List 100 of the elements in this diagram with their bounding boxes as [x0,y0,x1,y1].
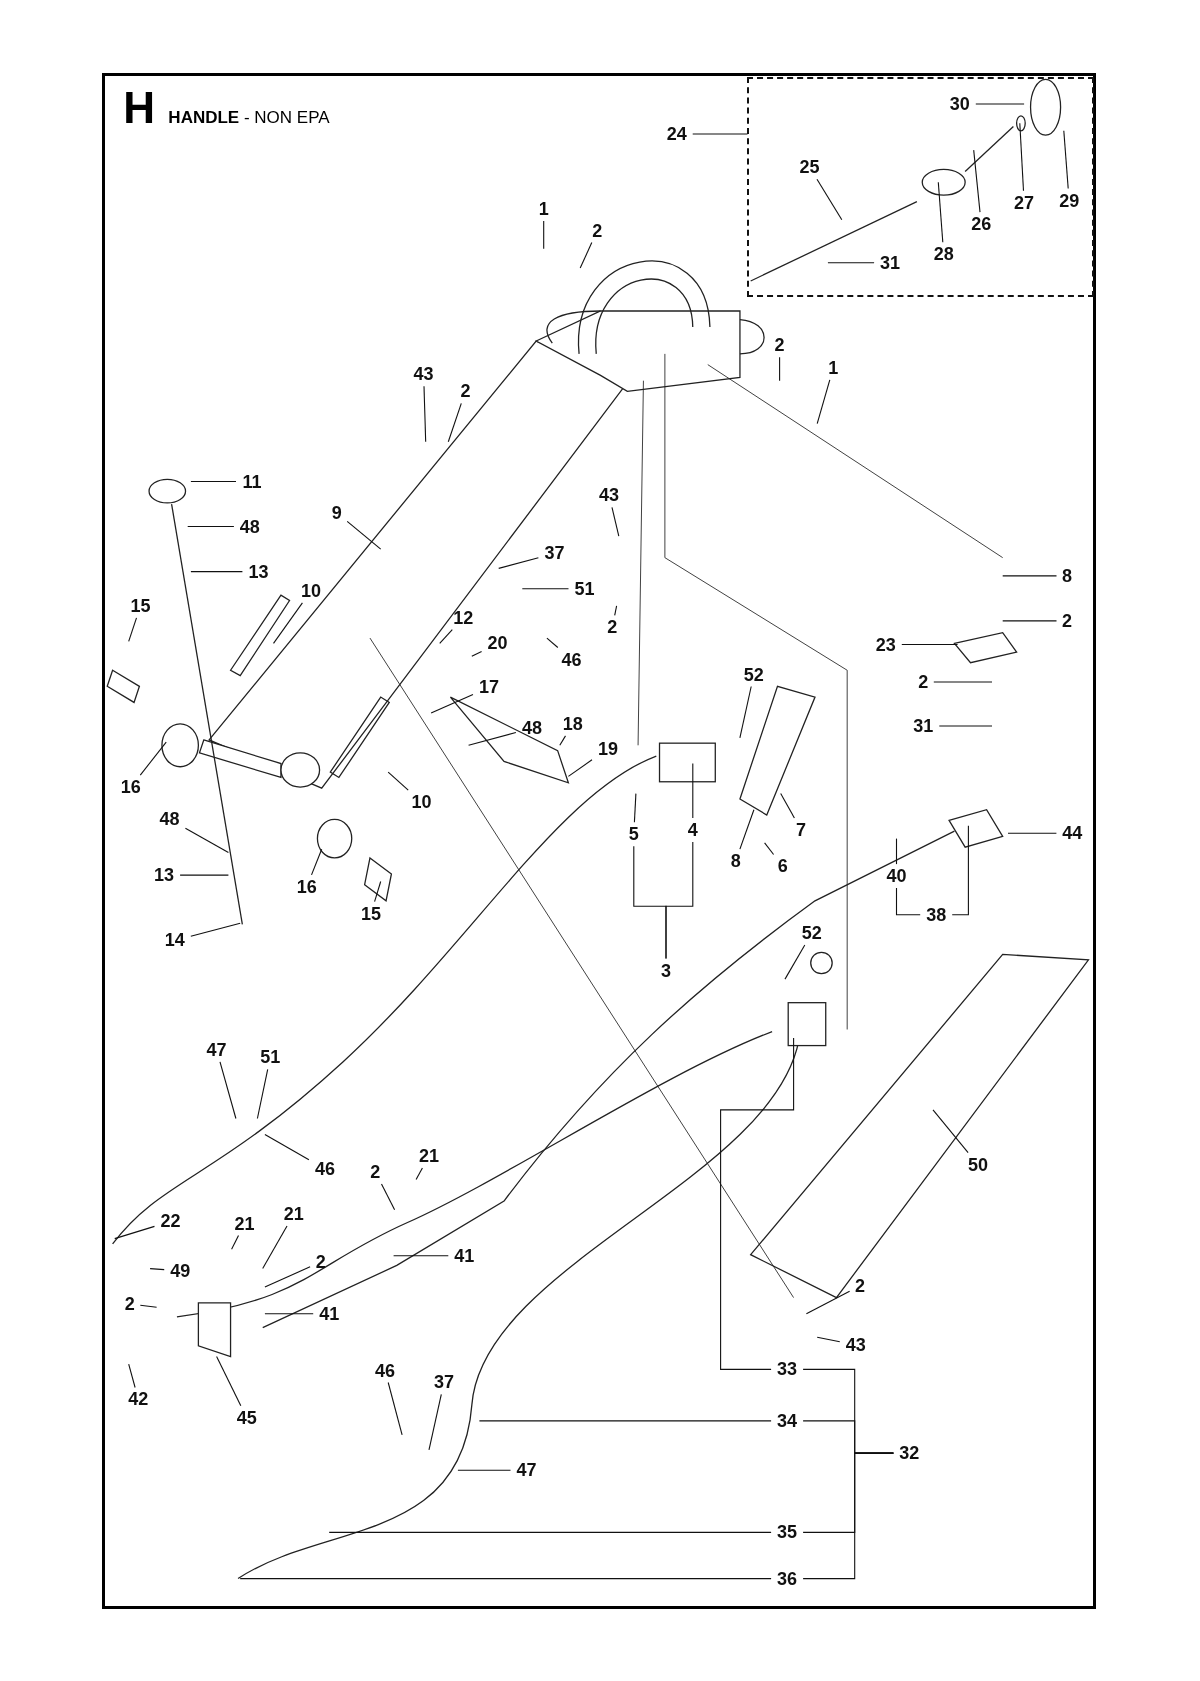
leader-line [256,1068,269,1120]
callout-number: 19 [594,738,623,759]
callout-number: 21 [414,1146,443,1167]
leader-line [478,1420,772,1422]
leader-line [559,735,567,746]
callout-number: 8 [1058,565,1076,586]
leader-line [498,557,539,569]
leader-line [239,1578,772,1580]
callout-number: 38 [922,904,951,925]
callout-number: 5 [625,824,643,845]
leader-line [739,685,752,739]
callout-number: 18 [558,713,587,734]
callout-number: 36 [773,1568,802,1589]
leader-line [1063,130,1069,190]
leader-line [264,1266,311,1288]
callout-number: 2 [588,220,606,241]
leader-line [543,220,545,250]
callout-number: 2 [1058,610,1076,631]
title: HANDLE - NON EPA [168,108,330,129]
leader-line [975,103,1025,105]
callout-number: 52 [797,922,826,943]
leader-line [393,1255,449,1257]
leader-line [973,149,981,213]
leader-line [579,242,593,269]
leader-line [374,880,382,903]
callout-number: 23 [871,634,900,655]
leader-line [149,1268,165,1271]
leader-line [932,1109,969,1154]
callout-number: 37 [540,543,569,564]
callout-number: 6 [774,856,792,877]
bracket-line [802,1452,894,1580]
callout-number: 25 [795,157,824,178]
callout-number: 2 [851,1275,869,1296]
callout-number: 51 [570,578,599,599]
bracket-line [895,887,921,916]
leader-line [190,480,237,483]
callout-number: 21 [230,1213,259,1234]
kit-outline-box [747,77,1094,298]
callout-number: 46 [371,1360,399,1381]
leader-line [272,602,303,644]
callout-number: 13 [244,561,273,582]
callout-number: 42 [124,1389,153,1410]
callout-number: 20 [483,633,512,654]
callout-number: 1 [535,199,553,220]
leader-line [938,725,993,727]
leader-line [805,1290,851,1315]
leader-line [739,809,755,850]
leader-line [1002,575,1058,577]
leader-line [262,1225,288,1270]
leader-line [633,793,637,823]
leader-line [692,762,694,819]
leader-line [346,520,382,550]
leader-line [468,731,517,746]
callout-number: 17 [475,677,503,698]
leader-line [387,1381,403,1436]
callout-number: 2 [914,672,932,693]
callout-number: 15 [126,595,155,616]
callout-number: 4 [684,820,702,840]
leader-line [184,827,229,854]
callout-number: 21 [279,1203,308,1224]
callout-number: 16 [292,876,321,897]
callout-number: 29 [1055,190,1084,211]
leader-line [951,825,969,916]
callout-number: 2 [312,1252,330,1273]
callout-number: 46 [310,1158,339,1179]
leader-line [457,1469,512,1471]
bracket-line [665,841,694,960]
callout-number: 35 [773,1522,802,1543]
callout-number: 48 [517,718,546,739]
callout-number: 2 [771,335,789,356]
leader-line [816,1336,841,1343]
leader-line [567,759,593,777]
leader-line [521,588,570,590]
leader-line [471,650,483,657]
leader-line [933,681,993,683]
leader-line [816,178,843,221]
callout-number: 43 [409,364,438,385]
callout-number: 1 [824,357,842,378]
callout-number: 14 [160,930,189,951]
callout-number: 11 [238,471,266,492]
leader-line [179,874,229,876]
leader-line [546,637,559,649]
leader-line [614,605,618,616]
leader-line [310,848,323,876]
callout-number: 33 [773,1359,802,1380]
callout-number: 10 [297,580,325,601]
callout-number: 26 [967,214,996,235]
leader-line [439,629,453,644]
callout-number: 48 [155,809,184,830]
leader-line [219,1061,237,1120]
callout-number: 2 [456,381,474,402]
callout-number: 24 [662,124,691,145]
callout-number: 31 [876,252,905,273]
callout-number: 41 [315,1303,344,1324]
leader-line [779,356,781,382]
leader-line [780,793,795,819]
callout-number: 28 [929,244,958,265]
callout-number: 43 [595,485,624,506]
leader-line [264,1134,310,1161]
callout-number: 15 [357,903,386,924]
